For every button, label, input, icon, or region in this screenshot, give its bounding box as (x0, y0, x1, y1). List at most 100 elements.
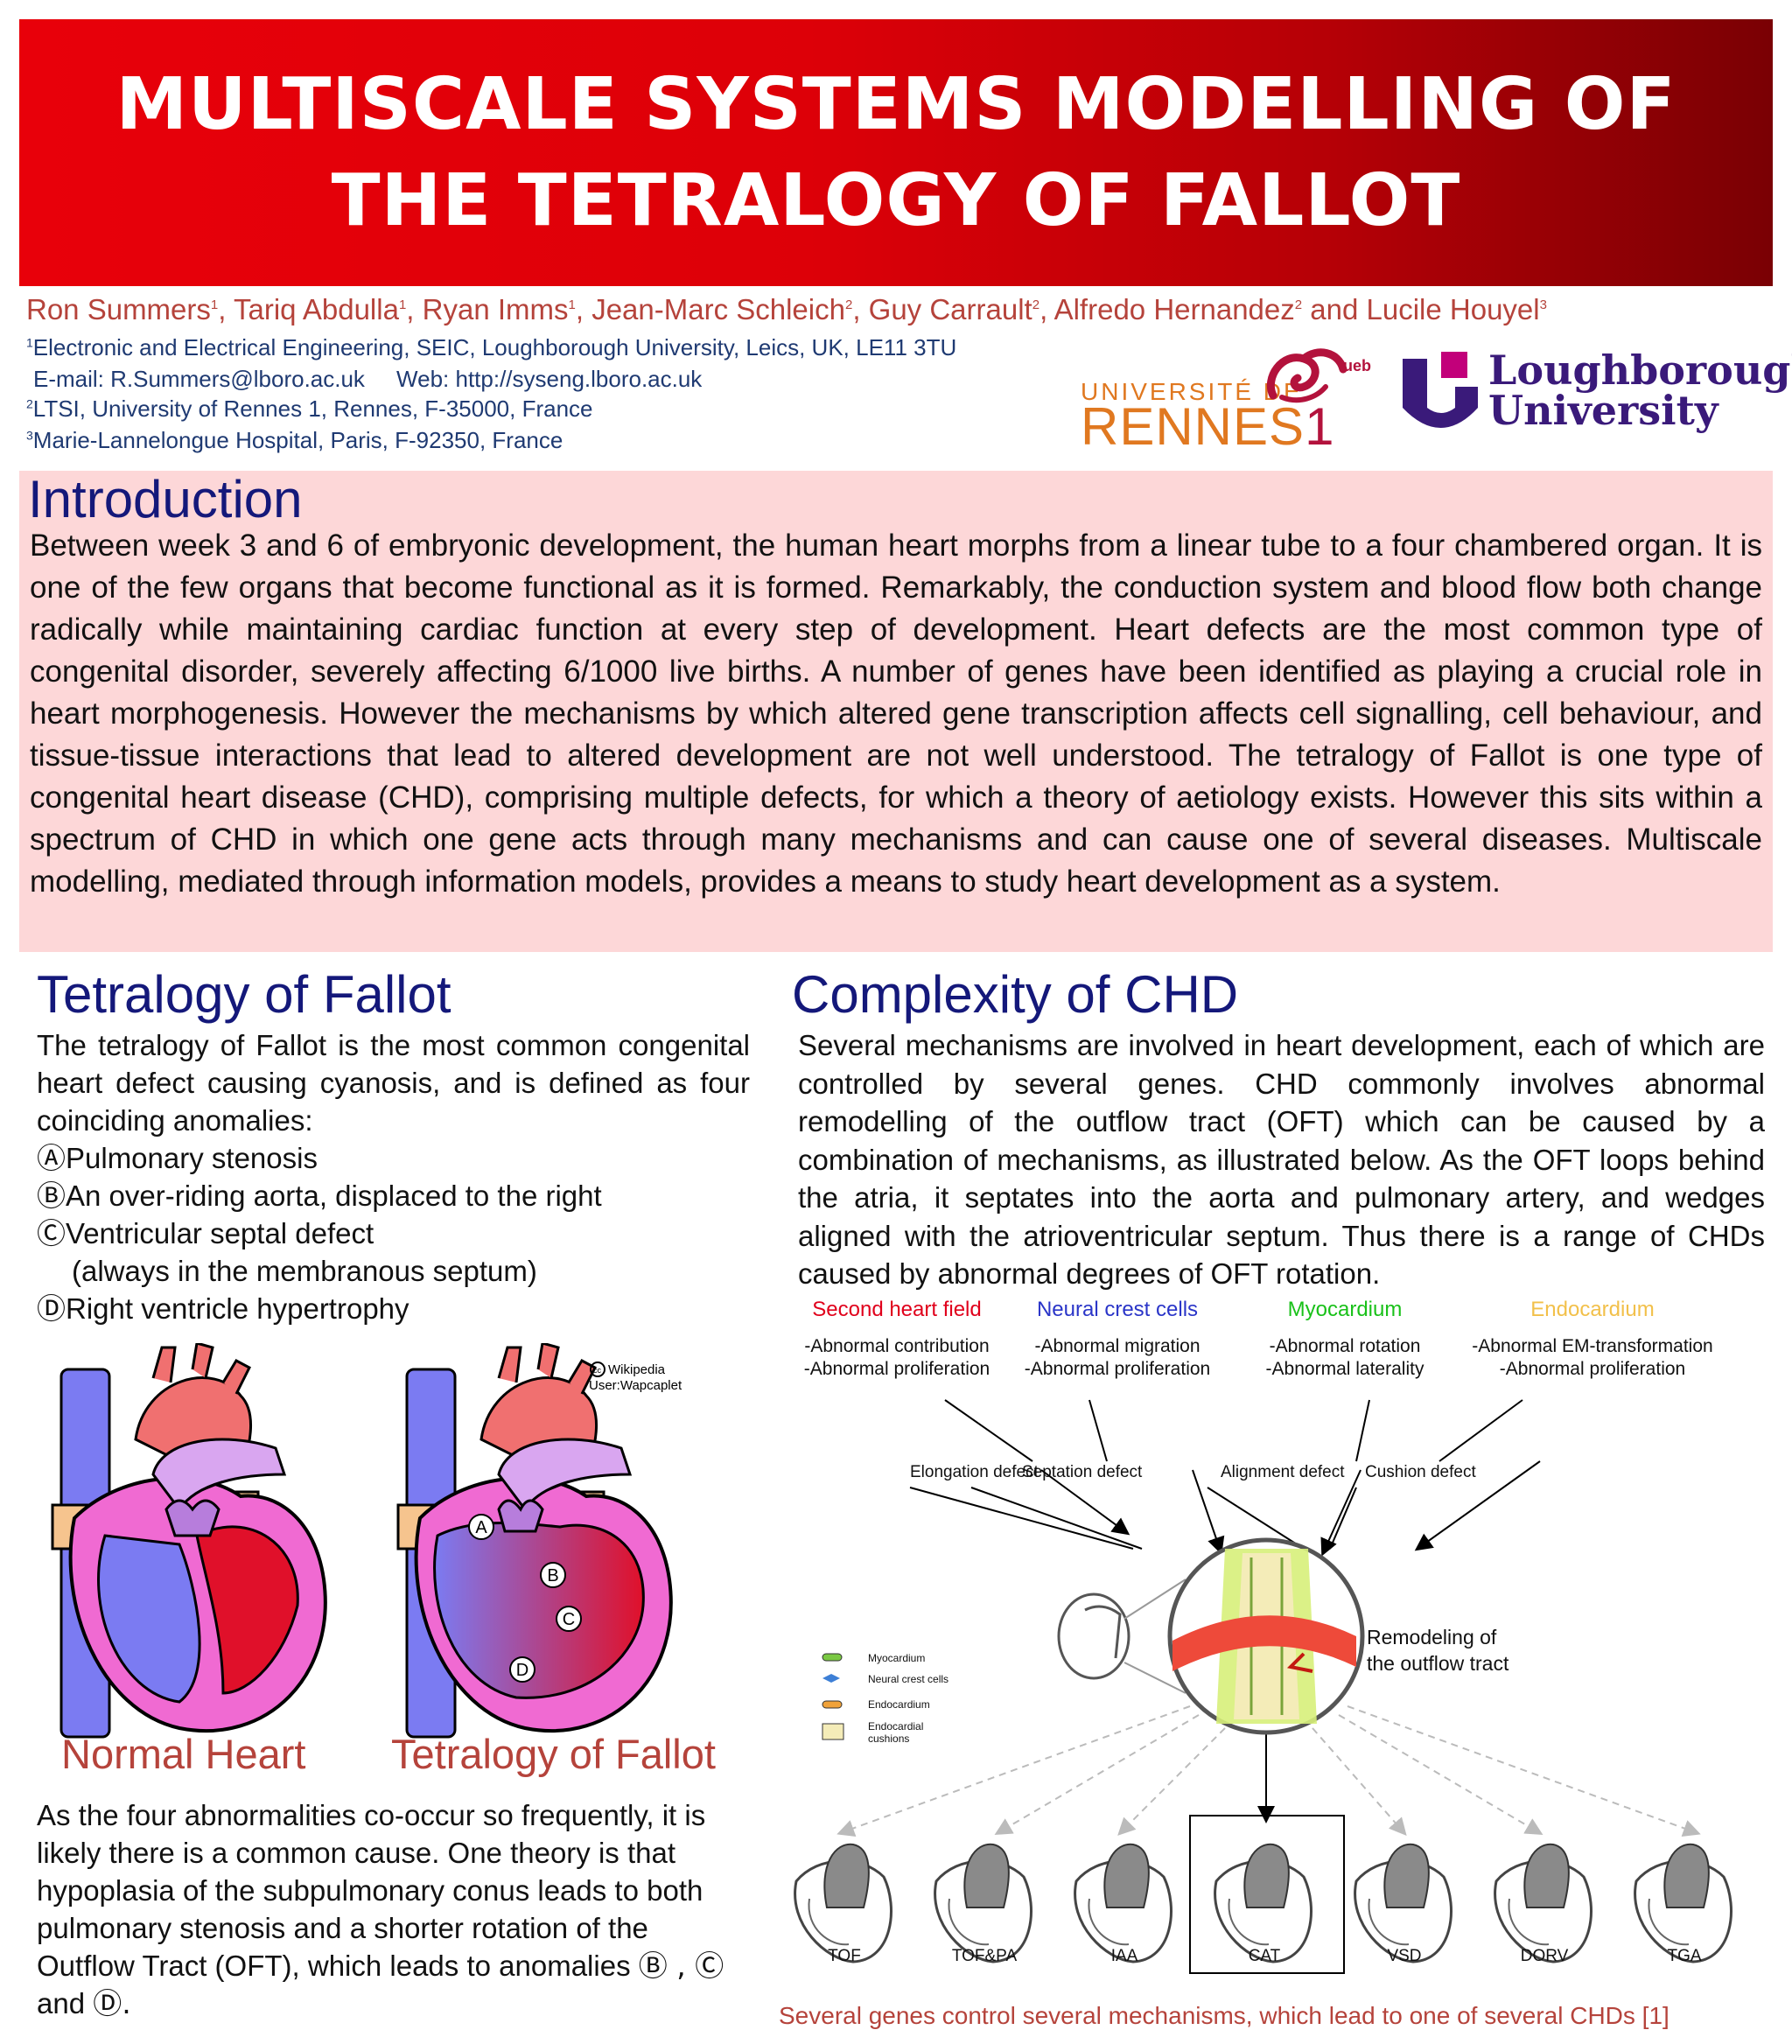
cell-legend (822, 1653, 1345, 1974)
tof-description: The tetralogy of Fallot is the most comm… (37, 1026, 750, 1327)
author: Guy Carrault (868, 293, 1032, 326)
title-banner: MULTISCALE SYSTEMS MODELLING OF THE TETR… (19, 19, 1773, 286)
remodeling-line2: the outflow tract (1367, 1652, 1509, 1675)
poster-title: MULTISCALE SYSTEMS MODELLING OF THE TETR… (116, 57, 1676, 249)
author: Ryan Imms (422, 293, 569, 326)
mechanism-name: Endocardium (1530, 1298, 1655, 1321)
anomaly-text: Pulmonary stenosis (66, 1142, 318, 1174)
connector-line (970, 1487, 1143, 1550)
dashed-arrow (1312, 1727, 1407, 1837)
normal-heart-illustration (51, 1343, 327, 1739)
heart-figure: A B C D cc Wikipedia User:Wapcaplet (51, 1343, 682, 1739)
connector-line (1329, 1487, 1357, 1550)
marker-c-label: C (563, 1610, 575, 1629)
credit-line1: Wikipedia (608, 1362, 666, 1377)
author: Jean-Marc Schleich (592, 293, 845, 326)
author-sup: 3 (1539, 298, 1547, 312)
tof-heart-illustration: A B C D (396, 1343, 673, 1739)
chd-body: Several mechanisms are involved in heart… (798, 1029, 1765, 1290)
ueb-mark: ueb (1343, 357, 1372, 374)
dashed-arrow (994, 1714, 1200, 1836)
tof-theory: As the four abnormalities co-occur so fr… (37, 1796, 750, 2022)
tof-lead: The tetralogy of Fallot is the most comm… (37, 1029, 750, 1137)
contact-line[interactable]: E-mail: R.Summers@lboro.ac.uk Web: http:… (33, 366, 703, 392)
affiliation-1: 1Electronic and Electrical Engineering, … (26, 334, 956, 361)
outflow-tract-illustration (1057, 1537, 1365, 1735)
outcome-heart-icon (1494, 1843, 1592, 1964)
aff-sup: 1 (26, 335, 33, 350)
outcome-label: TOF&PA (951, 1947, 1018, 1965)
marker-c (556, 1606, 582, 1632)
tof-heading: Tetralogy of Fallot (37, 965, 452, 1024)
mechanism-name: Neural crest cells (1036, 1298, 1199, 1321)
author-sup: 1 (398, 298, 407, 312)
author-sup: 2 (844, 298, 853, 312)
aff-sup: 3 (26, 428, 33, 443)
mechanism-column: Neural crest cells -Abnormal migration -Ab… (1008, 1295, 1227, 1381)
tof-theory-last: Ⓓ. (93, 1986, 131, 2020)
mechanism-detail: -Abnormal laterality (1265, 1359, 1424, 1379)
marker-a-label: A (475, 1518, 487, 1537)
mechanism-detail: -Abnormal contribution (804, 1336, 990, 1356)
mechanism-detail: -Abnormal proliferation (1024, 1359, 1211, 1379)
author-sup: 1 (210, 298, 219, 312)
mechanism-column: Endocardium-Abnormal EM-transformation-A… (1461, 1295, 1724, 1381)
legend-cushions: Endocardial cushions (868, 1720, 924, 1745)
marker-d-label: D (516, 1661, 528, 1680)
introduction-body: Between week 3 and 6 of embryonic develo… (30, 528, 1762, 899)
affiliation-3: 3Marie-Lannelongue Hospital, Paris, F-92… (26, 427, 563, 454)
cc-label: cc (593, 1366, 602, 1375)
connector-line (1088, 1399, 1108, 1462)
anomaly-text: An over-riding aorta, displaced to the r… (66, 1180, 602, 1212)
connector-line (1438, 1399, 1523, 1462)
caption-tof-heart: Tetralogy of Fallot (391, 1731, 716, 1777)
mechanism-name: Second heart field (812, 1298, 982, 1321)
anomaly-item: ⒸVentricular septal defect (37, 1214, 750, 1252)
mechanism-detail: -Abnormal migration (1034, 1336, 1200, 1356)
marker-a (468, 1514, 494, 1540)
author: Ron Summers (26, 293, 211, 326)
cat-highlight-box (1189, 1815, 1345, 1974)
connector-line (1207, 1487, 1305, 1550)
rennes-logo: UNIVERSITÉ DE RENNES1 ueb (1081, 343, 1396, 453)
arrow (1320, 1469, 1362, 1557)
chd-diagram: Second heart field -Abnormal contribution… (788, 1295, 1776, 2004)
author: Tariq Abdulla (233, 293, 399, 326)
defect-label: Elongation defect (910, 1463, 1039, 1481)
introduction-section: Introduction Between week 3 and 6 of emb… (19, 471, 1773, 952)
arrow (1192, 1469, 1225, 1555)
defect-label: Septation defect (1022, 1463, 1143, 1481)
outcome-heart-icon (1214, 1843, 1312, 1964)
lboro-line1: Loughborough (1488, 346, 1792, 394)
author: and Lucile Houyel (1310, 293, 1540, 326)
dashed-arrow (1117, 1727, 1226, 1836)
outcome-label: TOF (828, 1947, 861, 1965)
outcome-heart-icon (1634, 1843, 1732, 1964)
lboro-line2: University (1488, 387, 1718, 434)
aff-sup: 2 (26, 396, 33, 411)
author-list: Ron Summers1, Tariq Abdulla1, Ryan Imms1… (26, 293, 1547, 326)
legend-neural-crest: Neural crest cells (868, 1673, 949, 1685)
rennes-logo-line1: UNIVERSITÉ DE (1081, 378, 1303, 405)
mechanism-detail: -Abnormal EM-transformation (1472, 1336, 1713, 1356)
legend-myocardium: Myocardium (868, 1652, 926, 1664)
marker-b-label: B (547, 1566, 558, 1586)
author-sup: 2 (1294, 298, 1303, 312)
mechanism-detail: -Abnormal proliferation (803, 1359, 990, 1379)
tof-theory-marks: Ⓑ , Ⓒ (638, 1949, 724, 1983)
author: Alfredo Hernandez (1054, 293, 1295, 326)
marker-d (509, 1656, 536, 1683)
chd-diagram-arrows (794, 1399, 1732, 1974)
outcome-heart-icon (1354, 1843, 1452, 1964)
title-line-1: MULTISCALE SYSTEMS MODELLING OF (116, 62, 1676, 146)
anomaly-marker: Ⓒ (37, 1216, 66, 1250)
outcome-label: DORV (1520, 1947, 1569, 1965)
caption-normal-heart: Normal Heart (61, 1731, 306, 1777)
introduction-heading: Introduction (28, 470, 303, 528)
anomaly-marker: Ⓐ (37, 1141, 66, 1175)
title-line-2: THE TETRALOGY OF FALLOT (331, 158, 1461, 242)
outcome-heart-icon (1074, 1843, 1172, 1964)
dashed-arrow (1338, 1714, 1544, 1836)
remodeling-line1: Remodeling of (1367, 1626, 1497, 1648)
